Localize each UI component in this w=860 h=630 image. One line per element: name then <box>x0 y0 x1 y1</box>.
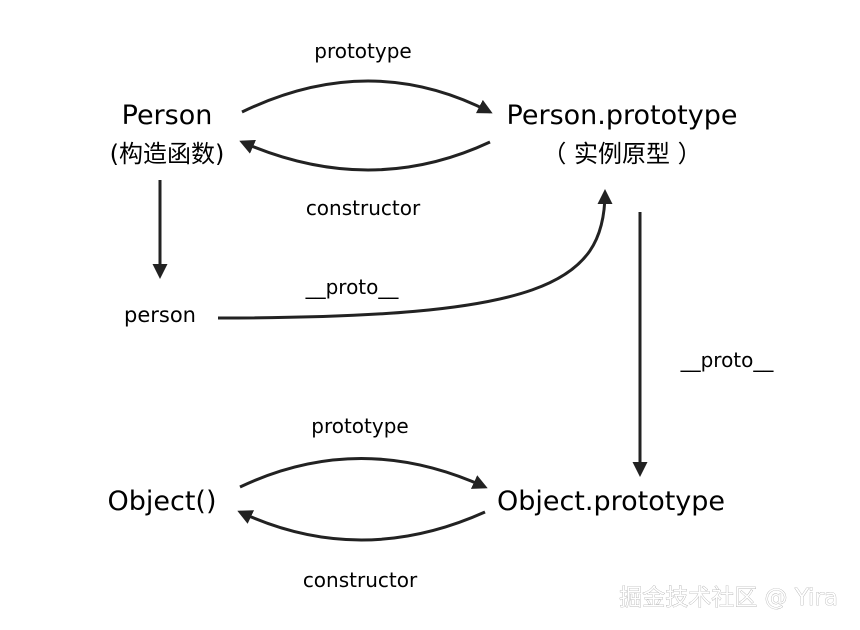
person-constructor-arrow-label: constructor <box>306 196 421 220</box>
person-prototype-arrow-label: prototype <box>314 39 411 63</box>
person-constructor-arrow <box>239 139 491 172</box>
person-prototype-note: （ 实例原型 ） <box>542 140 701 168</box>
object-prototype-arrow <box>239 457 488 489</box>
watermark: 掘金技术社区 @ Yira <box>619 585 838 611</box>
person-prototype-name: Person.prototype <box>507 100 738 131</box>
person-constructor-note: (构造函数) <box>110 140 225 168</box>
object-constructor-label: Object() <box>107 486 216 517</box>
person-prototype-arrow <box>241 79 493 114</box>
object-constructor-arrow-label: constructor <box>303 568 418 592</box>
person-constructor-name: Person <box>122 100 213 131</box>
object-constructor-arrow <box>237 510 486 542</box>
person-instance-proto-arrow <box>217 189 613 320</box>
object-prototype-arrow-label: prototype <box>311 414 408 438</box>
person-instance-proto-label: __proto__ <box>305 275 400 299</box>
person-instance-label: person <box>124 303 196 327</box>
person-prototype-proto-label: __proto__ <box>680 348 775 372</box>
object-prototype-label: Object.prototype <box>497 486 725 517</box>
